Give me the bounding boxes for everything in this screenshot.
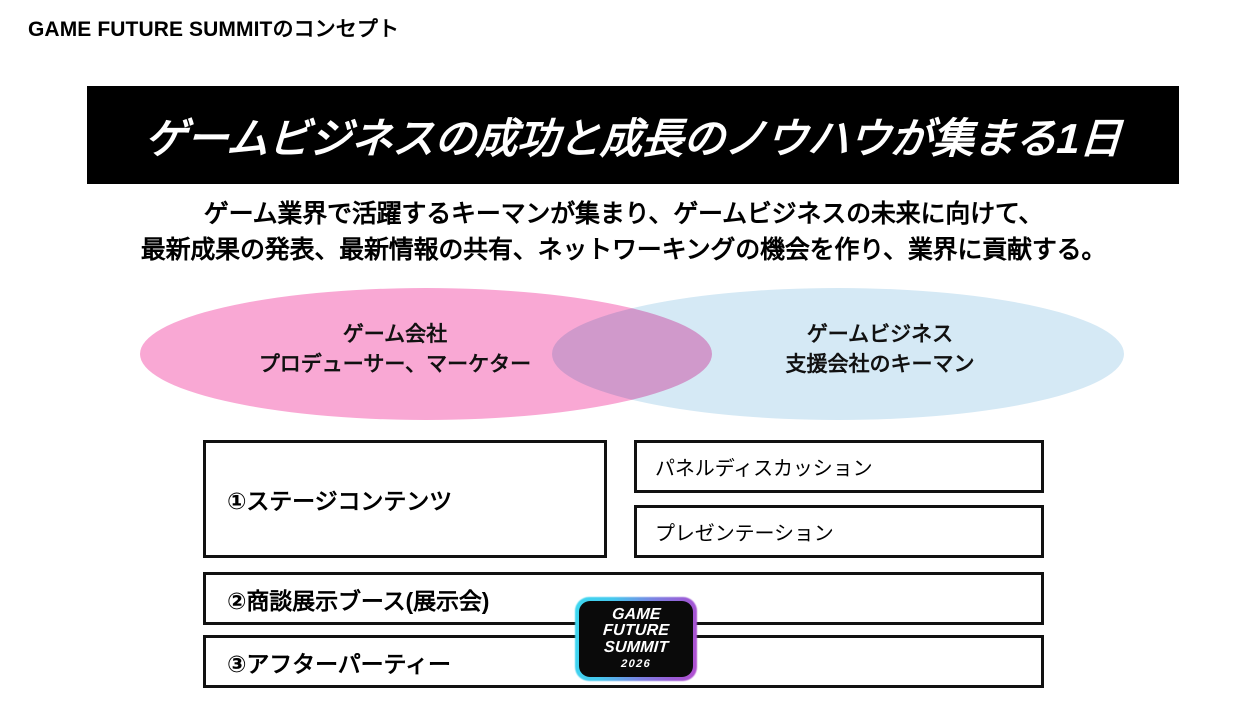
content-box-stage: ①ステージコンテンツ: [203, 440, 607, 558]
page-title: GAME FUTURE SUMMITのコンセプト: [28, 18, 400, 41]
venn-label-left: ゲーム会社 プロデューサー、マーケター: [205, 320, 585, 381]
venn-ellipse-right: [552, 288, 1124, 420]
venn-label-right: ゲームビジネス 支援会社のキーマン: [690, 320, 1070, 381]
game-future-summit-logo: GAME FUTURE SUMMIT 2026: [575, 597, 697, 681]
logo-year: 2026: [620, 658, 652, 671]
venn-label-left-line-1: ゲーム会社: [342, 323, 448, 346]
headline-text: ゲームビジネスの成功と成長のノウハウが集まる1日: [143, 114, 1123, 162]
venn-label-left-line-2: プロデューサー、マーケター: [258, 353, 532, 377]
lead-paragraph: ゲーム業界で活躍するキーマンが集まり、ゲームビジネスの未来に向けて、 最新成果の…: [0, 197, 1247, 268]
content-box-presentation: プレゼンテーション: [634, 505, 1044, 558]
lead-line-2: 最新成果の発表、最新情報の共有、ネットワーキングの機会を作り、業界に貢献する。: [140, 235, 1107, 264]
logo-line-future: FUTURE: [602, 622, 670, 640]
content-box-exhibition-label: ②商談展示ブース(展示会): [227, 587, 490, 614]
content-box-afterparty-label: ③アフターパーティー: [227, 650, 451, 677]
venn-label-right-line-1: ゲームビジネス: [806, 323, 954, 346]
lead-line-1: ゲーム業界で活躍するキーマンが集まり、ゲームビジネスの未来に向けて、: [203, 200, 1044, 228]
content-box-panel-discussion-label: パネルディスカッション: [655, 458, 873, 480]
headline-banner: ゲームビジネスの成功と成長のノウハウが集まる1日: [87, 86, 1179, 184]
venn-diagram: ゲーム会社 プロデューサー、マーケター ゲームビジネス 支援会社のキーマン GA…: [0, 283, 1247, 681]
content-box-panel-discussion: パネルディスカッション: [634, 440, 1044, 493]
logo-line-game: GAME: [611, 605, 662, 623]
logo-line-summit: SUMMIT: [603, 638, 669, 656]
content-box-stage-label: ①ステージコンテンツ: [227, 488, 453, 514]
logo-plate: GAME FUTURE SUMMIT 2026: [579, 601, 693, 677]
venn-label-right-line-2: 支援会社のキーマン: [785, 353, 975, 377]
content-box-presentation-label: プレゼンテーション: [655, 523, 834, 545]
